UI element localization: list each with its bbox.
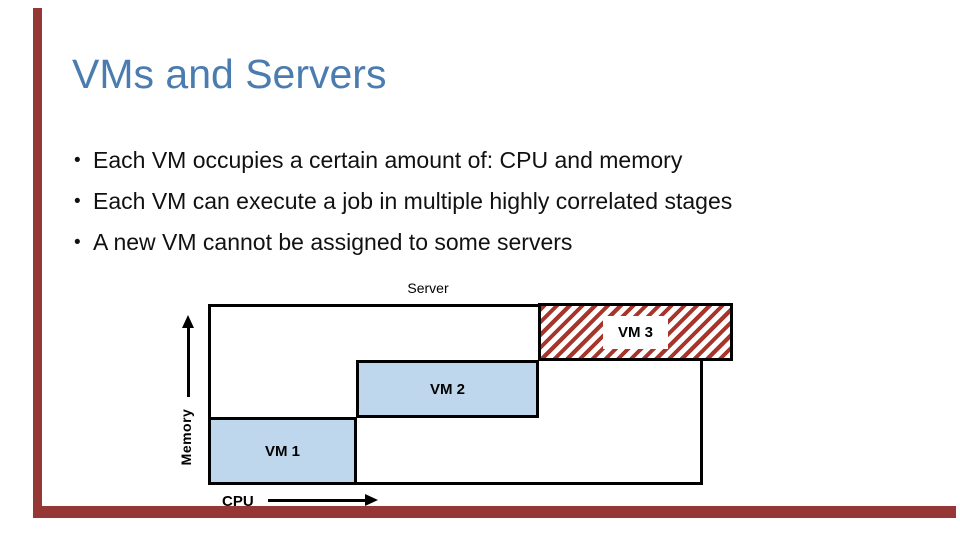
left-accent-bar bbox=[33, 8, 42, 518]
bullet-text: A new VM cannot be assigned to some serv… bbox=[93, 229, 573, 255]
cpu-axis-arrowhead-icon bbox=[365, 494, 378, 506]
vm2-box: VM 2 bbox=[356, 360, 539, 418]
bullet-item: • A new VM cannot be assigned to some se… bbox=[74, 222, 874, 263]
bullet-icon: • bbox=[74, 191, 81, 212]
server-label: Server bbox=[407, 280, 449, 296]
cpu-axis-arrow bbox=[268, 499, 365, 502]
vm3-label: VM 3 bbox=[602, 315, 668, 349]
memory-axis-arrow bbox=[187, 327, 190, 397]
bottom-accent-bar bbox=[33, 506, 956, 518]
vm2-label: VM 2 bbox=[429, 380, 465, 398]
cpu-axis-label: CPU bbox=[222, 493, 254, 510]
memory-axis-arrowhead-icon bbox=[182, 315, 194, 328]
page-title: VMs and Servers bbox=[72, 51, 387, 97]
vm1-box: VM 1 bbox=[208, 417, 357, 485]
vm3-box: VM 3 bbox=[538, 303, 733, 361]
bullet-icon: • bbox=[74, 150, 81, 171]
vm1-label: VM 1 bbox=[264, 442, 300, 460]
bullet-item: • Each VM occupies a certain amount of: … bbox=[74, 140, 874, 181]
bullet-list: • Each VM occupies a certain amount of: … bbox=[74, 140, 874, 263]
bullet-item: • Each VM can execute a job in multiple … bbox=[74, 181, 874, 222]
memory-axis-label: Memory bbox=[178, 408, 194, 466]
bullet-text: Each VM occupies a certain amount of: CP… bbox=[93, 147, 683, 173]
bullet-icon: • bbox=[74, 232, 81, 253]
bullet-text: Each VM can execute a job in multiple hi… bbox=[93, 188, 733, 214]
